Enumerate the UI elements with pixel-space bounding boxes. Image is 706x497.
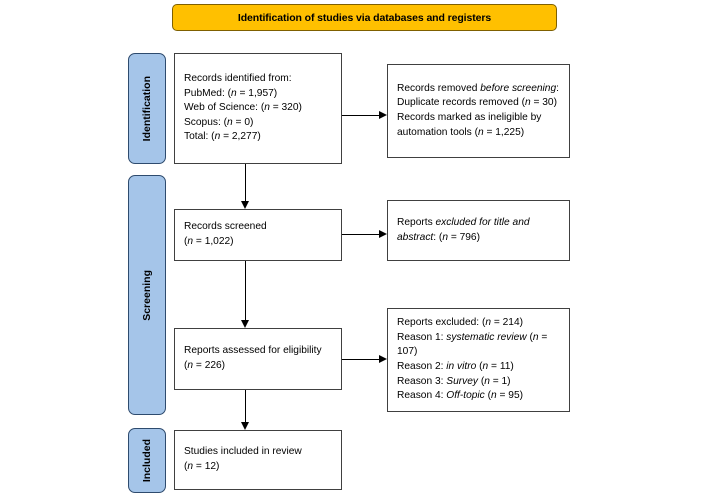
records-screened-line-1: Records screened [184, 221, 267, 233]
box-studies-included-text: Studies included in review (n = 12) [175, 445, 341, 474]
arrowhead-eligibility-to-excluded-reasons [379, 355, 387, 363]
box-reports-excluded-title-abstract: Reports excluded for title and abstract:… [387, 200, 570, 261]
stage-included-text: Included [141, 438, 153, 483]
excluded-reasons-line-2: Reason 1: systematic review (n = [397, 331, 548, 343]
eligibility-line-1: Reports assessed for eligibility [184, 345, 322, 357]
banner-title: Identification of studies via databases … [237, 11, 492, 24]
stage-label-included: Included [128, 428, 166, 493]
connector-eligibility-to-excluded-reasons [342, 359, 379, 361]
box-studies-included: Studies included in review (n = 12) [174, 430, 342, 490]
connector-eligibility-to-included [245, 390, 247, 422]
stage-label-screening: Screening [128, 175, 166, 415]
connector-screened-to-excluded [342, 234, 379, 236]
excluded-reasons-line-3: 107) [397, 346, 418, 358]
box-records-removed-text: Records removed before screening: Duplic… [388, 82, 569, 140]
stage-label-identification: Identification [128, 53, 166, 164]
arrowhead-eligibility-to-included [241, 422, 249, 430]
records-identified-line-2: PubMed: (n = 1,957) [184, 87, 278, 99]
box-reports-assessed-eligibility-text: Reports assessed for eligibility (n = 22… [175, 344, 341, 373]
identification-banner: Identification of studies via databases … [172, 4, 557, 31]
box-reports-excluded-reasons-text: Reports excluded: (n = 214) Reason 1: sy… [388, 316, 569, 404]
records-identified-line-5: Total: (n = 2,277) [184, 131, 261, 143]
stage-identification-text: Identification [141, 75, 153, 142]
records-removed-line-4: automation tools (n = 1,225) [397, 126, 525, 138]
box-records-screened-text: Records screened (n = 1,022) [175, 220, 341, 249]
connector-identified-to-removed [342, 115, 379, 117]
connector-screened-to-eligibility [245, 261, 247, 320]
records-identified-line-4: Scopus: (n = 0) [184, 116, 254, 128]
box-reports-assessed-eligibility: Reports assessed for eligibility (n = 22… [174, 328, 342, 390]
arrowhead-identified-to-screened [241, 201, 249, 209]
connector-identified-to-screened [245, 164, 247, 201]
arrowhead-identified-to-removed [379, 111, 387, 119]
excluded-title-line-1: Reports excluded for title and [397, 216, 530, 228]
stage-screening-text: Screening [141, 269, 153, 321]
box-reports-excluded-title-abstract-text: Reports excluded for title and abstract:… [388, 216, 569, 245]
excluded-reasons-line-5: Reason 3: Survey (n = 1) [397, 375, 511, 387]
box-records-removed: Records removed before screening: Duplic… [387, 64, 570, 158]
studies-included-line-2: (n = 12) [184, 461, 220, 472]
excluded-reasons-line-6: Reason 4: Off-topic (n = 95) [397, 390, 524, 402]
records-screened-line-2: (n = 1,022) [184, 236, 234, 247]
box-reports-excluded-reasons: Reports excluded: (n = 214) Reason 1: sy… [387, 308, 570, 412]
records-removed-line-2: Duplicate records removed (n = 30) [397, 97, 557, 109]
records-identified-line-1: Records identified from: [184, 73, 292, 85]
arrowhead-screened-to-excluded [379, 230, 387, 238]
records-removed-line-1: Records removed before screening: [397, 82, 559, 94]
excluded-reasons-line-1: Reports excluded: (n = 214) [397, 317, 524, 329]
arrowhead-screened-to-eligibility [241, 320, 249, 328]
box-records-identified-text: Records identified from: PubMed: (n = 1,… [175, 72, 341, 145]
excluded-reasons-line-4: Reason 2: in vitro (n = 11) [397, 361, 514, 372]
records-removed-line-3: Records marked as ineligible by [397, 112, 542, 123]
excluded-title-line-2: abstract: (n = 796) [397, 231, 480, 243]
box-records-identified: Records identified from: PubMed: (n = 1,… [174, 53, 342, 164]
box-records-screened: Records screened (n = 1,022) [174, 209, 342, 261]
eligibility-line-2: (n = 226) [184, 360, 226, 371]
records-identified-line-3: Web of Science: (n = 320) [184, 102, 302, 114]
studies-included-line-1: Studies included in review [184, 446, 302, 458]
